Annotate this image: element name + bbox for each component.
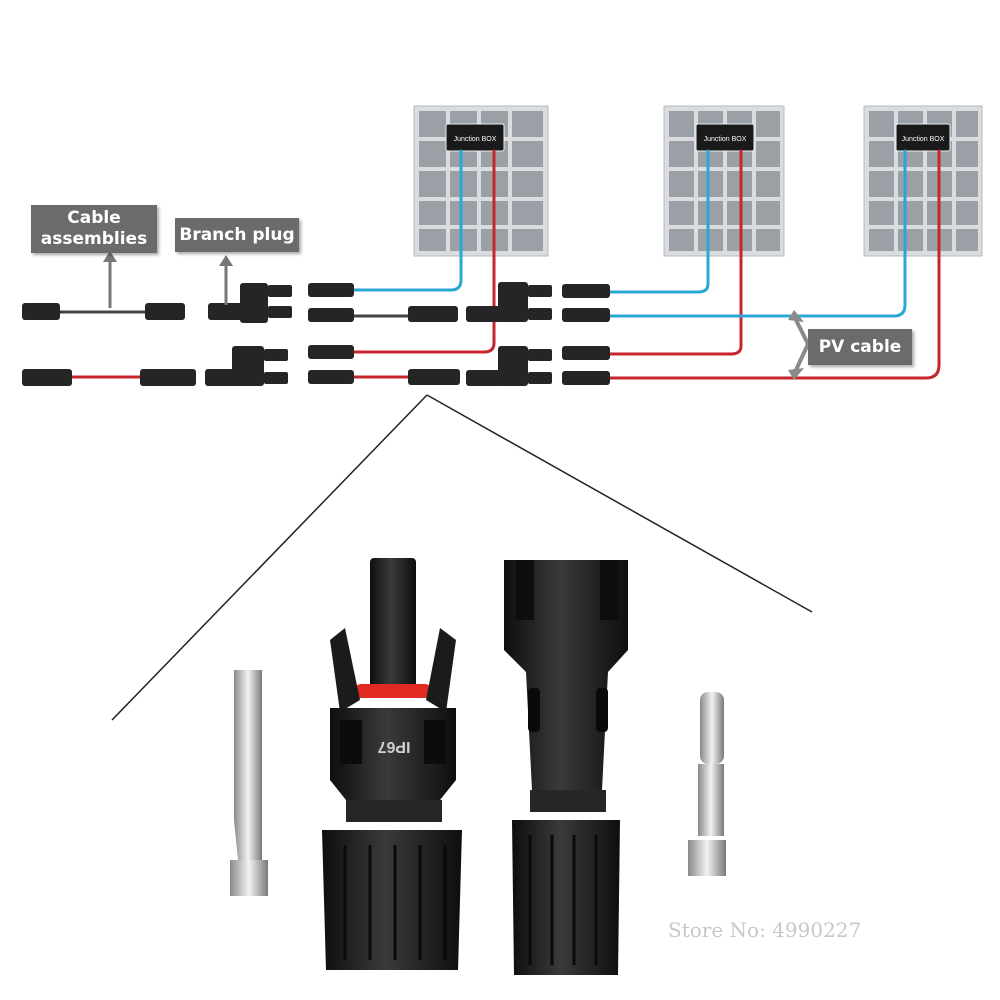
cable-assemblies-line1: Cable xyxy=(67,208,121,228)
solar-panel xyxy=(863,105,983,257)
cable-assemblies-line2: assemblies xyxy=(40,229,148,249)
ip-rating-marking: IP67 xyxy=(377,738,410,755)
store-watermark: Store No: 4990227 xyxy=(668,918,862,942)
male-pin xyxy=(688,692,726,876)
pv-cable-label: PV cable xyxy=(808,329,912,365)
solar-panel xyxy=(413,105,549,257)
male-connector xyxy=(322,558,462,970)
arrow-icon xyxy=(219,255,233,305)
connector-group xyxy=(22,282,610,386)
branch-plug-label: Branch plug xyxy=(175,218,299,252)
double-arrow-icon xyxy=(788,310,811,380)
arrow-icon xyxy=(103,251,117,308)
cable-assemblies-label: Cable assemblies xyxy=(31,205,157,253)
wiring xyxy=(58,149,941,380)
female-connector xyxy=(504,560,628,975)
solar-panel xyxy=(663,105,785,257)
zoom-line xyxy=(426,394,813,613)
junction-box-label: Junction BOX xyxy=(902,136,945,143)
zoom-line xyxy=(111,394,428,721)
female-pin xyxy=(230,670,268,896)
junction-box-label: Junction BOX xyxy=(454,136,497,143)
junction-box-label: Junction BOX xyxy=(704,136,747,143)
